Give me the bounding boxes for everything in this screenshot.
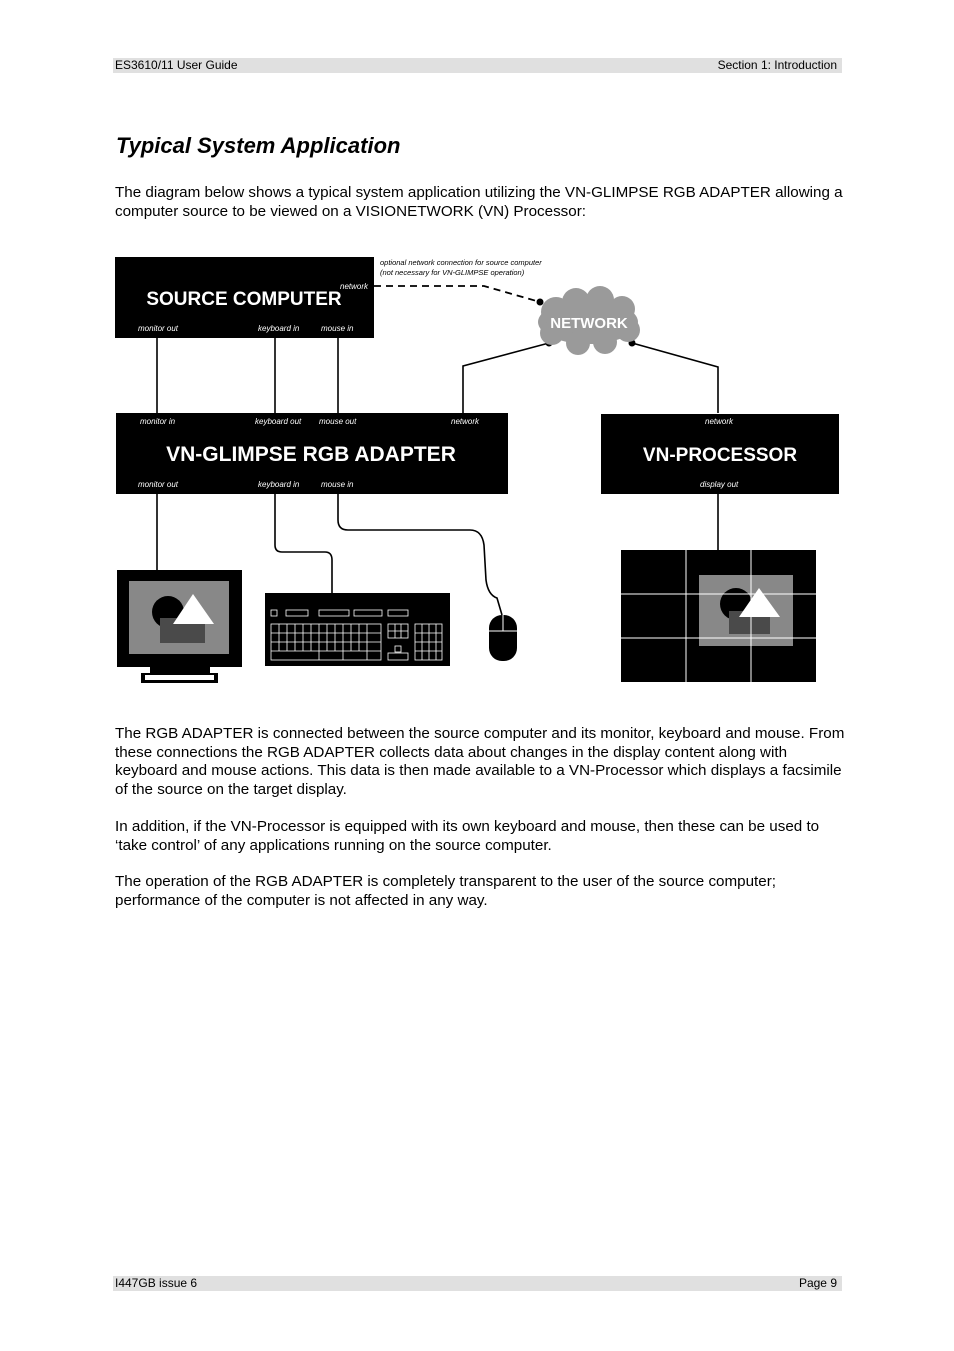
intro-paragraph: The diagram below shows a typical system… (115, 184, 843, 220)
page-footer: I447GB issue 6 Page 9 (113, 1276, 842, 1291)
header-document-title: ES3610/11 User Guide (115, 58, 238, 72)
network-label: NETWORK (550, 315, 628, 332)
adapter-network-label: network (451, 417, 480, 426)
rgb-adapter-box: VN-GLIMPSE RGB ADAPTER monitor in keyboa… (116, 413, 508, 494)
monitor-icon (117, 570, 242, 683)
footer-page-number: Page 9 (798, 1276, 837, 1290)
adapter-monitor-out-label: monitor out (138, 480, 179, 489)
cable-adapter-network (462, 342, 550, 413)
network-cloud: NETWORK (538, 286, 640, 355)
adapter-mouse-in-label: mouse in (321, 480, 354, 489)
header-section: Section 1: Introduction (717, 58, 837, 72)
source-mouse-in-label: mouse in (321, 324, 354, 333)
vn-processor-box: VN-PROCESSOR network display out (601, 414, 839, 494)
footer-issue: I447GB issue 6 (115, 1276, 198, 1290)
source-keyboard-in-label: keyboard in (258, 324, 300, 333)
keyboard-icon (265, 593, 450, 666)
page-title: Typical System Application (116, 133, 401, 158)
cable-to-keyboard (274, 494, 333, 594)
source-computer-title: SOURCE COMPUTER (146, 289, 342, 310)
processor-network-label: network (705, 417, 734, 426)
adapter-mouse-out-label: mouse out (319, 417, 357, 426)
body-paragraph-2: In addition, if the VN-Processor is equi… (115, 818, 820, 854)
adapter-keyboard-in-label: keyboard in (258, 480, 300, 489)
source-network-label: network (340, 282, 369, 291)
display-wall-icon (621, 550, 816, 682)
body-paragraph-3: The operation of the RGB ADAPTER is comp… (115, 873, 776, 909)
network-note-line1: optional network connection for source c… (380, 258, 542, 267)
adapter-keyboard-out-label: keyboard out (255, 417, 302, 426)
cable-processor-network (631, 342, 719, 413)
vn-processor-title: VN-PROCESSOR (643, 445, 797, 466)
network-note-line2: (not necessary for VN-GLIMPSE operation) (380, 268, 525, 277)
network-port-dot (536, 298, 544, 306)
cable-to-mouse (337, 494, 503, 616)
source-computer-box: SOURCE COMPUTER network monitor out keyb… (115, 257, 374, 338)
page-header: ES3610/11 User Guide Section 1: Introduc… (113, 58, 842, 73)
adapter-monitor-in-label: monitor in (140, 417, 176, 426)
source-monitor-out-label: monitor out (138, 324, 179, 333)
rgb-adapter-title: VN-GLIMPSE RGB ADAPTER (166, 443, 456, 466)
mouse-icon (489, 615, 517, 661)
optional-network-cable (374, 285, 541, 303)
body-paragraph-1: The RGB ADAPTER is connected between the… (115, 725, 845, 798)
connection-cables (156, 338, 719, 616)
processor-display-out-label: display out (700, 480, 739, 489)
